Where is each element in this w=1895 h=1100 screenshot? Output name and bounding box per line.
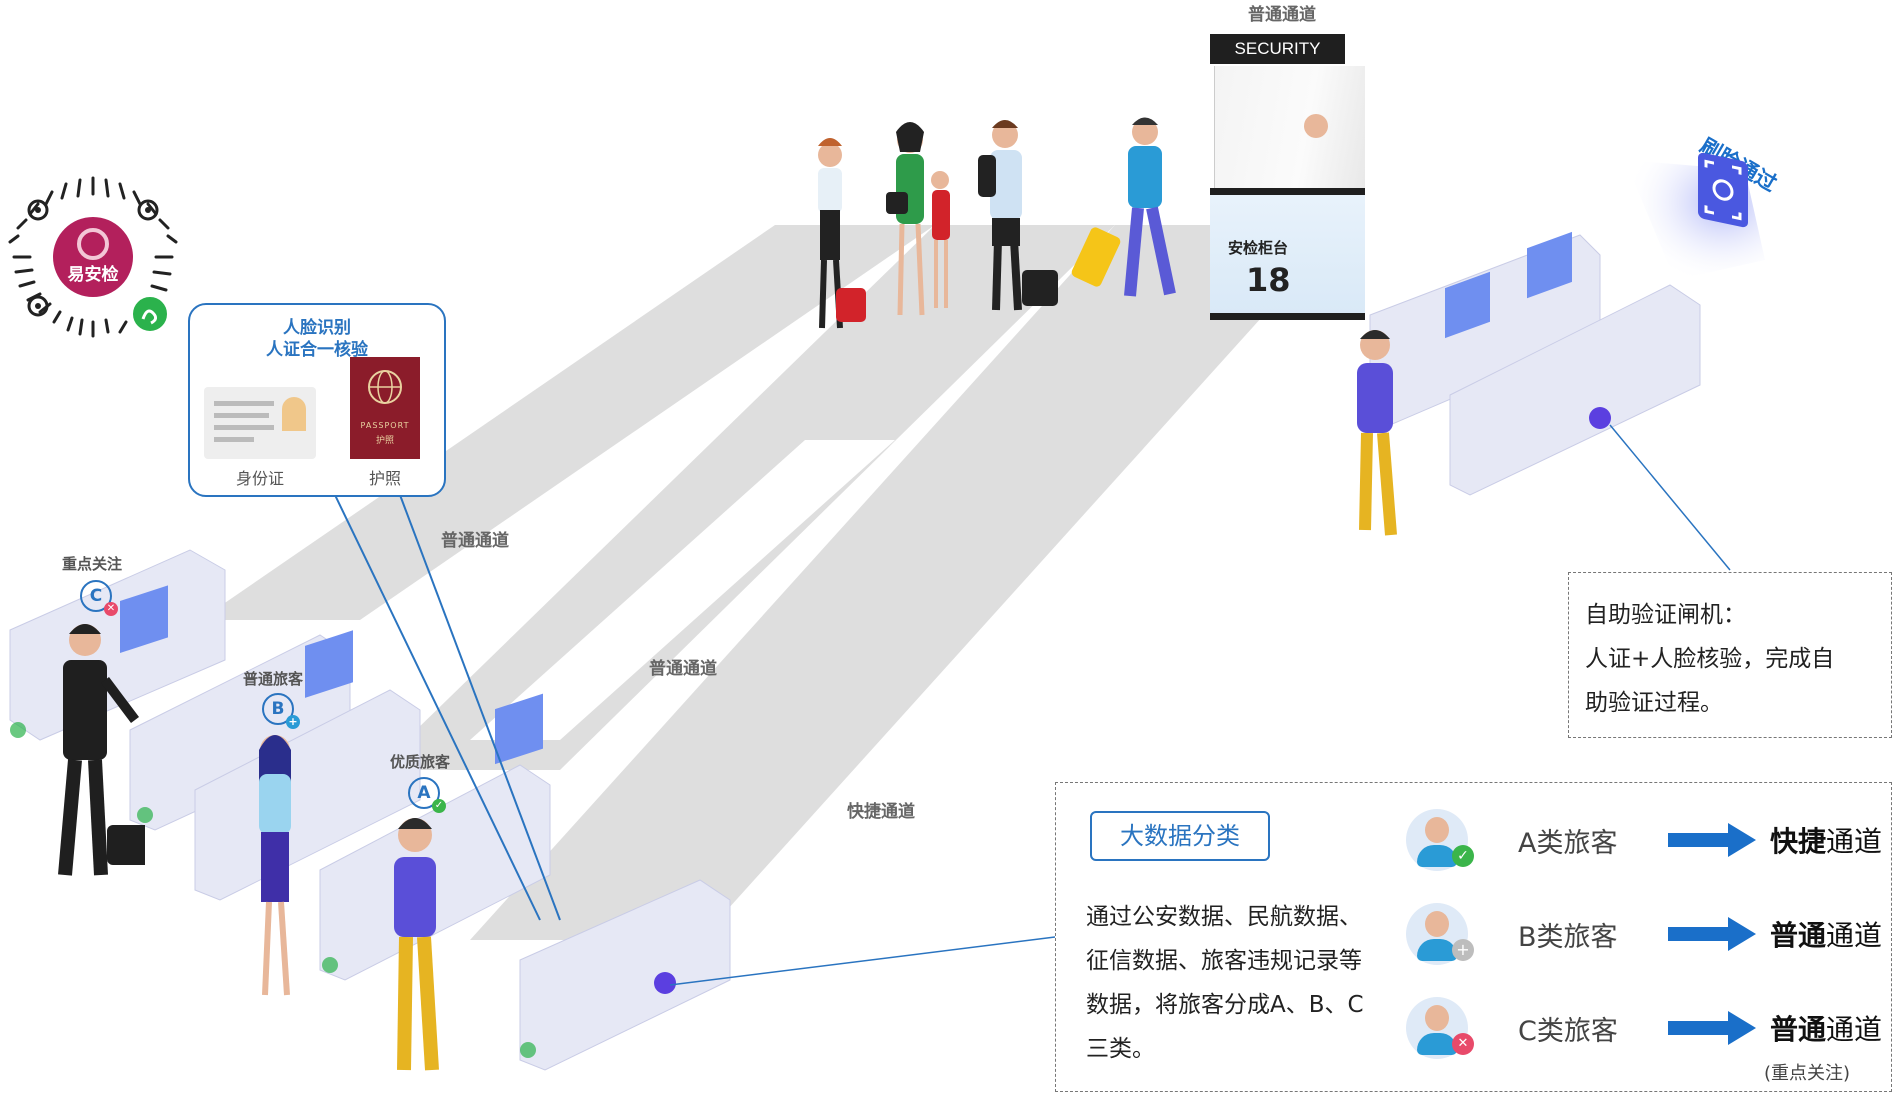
right-gates — [1369, 231, 1701, 496]
channel-c-rest: 通道 — [1826, 1013, 1883, 1046]
channel-b: 普通通道 — [1770, 914, 1882, 954]
gate-note-line1: 自助验证闸机： — [1585, 602, 1746, 628]
top-lane-label: 普通通道 — [1248, 5, 1316, 25]
passenger-avatar-icon: ✓ — [1406, 809, 1474, 871]
class-row-b: + B类旅客 普通通道 — [1406, 903, 1882, 965]
bigdata-title: 大数据分类 — [1090, 811, 1270, 861]
id-card-caption: 身份证 — [235, 469, 284, 488]
person-right-gate — [1357, 330, 1397, 536]
id-photo-icon — [282, 397, 306, 431]
plus-badge-icon: + — [1452, 939, 1474, 961]
channel-b-bold: 普通 — [1770, 919, 1827, 952]
lane-label-2: 普通通道 — [649, 659, 717, 679]
x-badge-icon: ✕ — [1452, 1033, 1474, 1055]
class-label-a: A类旅客 — [1518, 827, 1618, 859]
channel-a-rest: 通道 — [1826, 825, 1883, 858]
plus-icon: + — [286, 715, 300, 729]
channel-c-bold: 普通 — [1770, 1013, 1827, 1046]
id-callout-title-1: 人脸识别 — [283, 318, 351, 338]
person-focus-man — [58, 624, 145, 876]
tag-premium-badge: A ✓ — [408, 777, 446, 813]
lane-normal-1 — [200, 225, 935, 620]
arrow-right-icon — [1668, 1011, 1756, 1045]
person-normal-woman — [259, 735, 291, 996]
counter-number: 18 — [1246, 261, 1291, 299]
focus-note: (重点关注) — [1764, 1063, 1851, 1084]
security-counter: 安检柜台 18 — [1210, 188, 1365, 320]
face-scan-icon — [1698, 151, 1748, 229]
person-man-backpack — [978, 120, 1058, 311]
person-woman-green — [886, 122, 950, 316]
tag-focus-badge: C ✕ — [80, 580, 118, 616]
arrow-right-icon — [1668, 917, 1756, 951]
class-label-b: B类旅客 — [1518, 921, 1618, 953]
lane-label-3: 快捷通道 — [847, 802, 915, 822]
security-officer — [1304, 114, 1328, 138]
x-icon: ✕ — [104, 602, 118, 616]
passport-cn: 护照 — [375, 436, 394, 446]
channel-b-rest: 通道 — [1826, 919, 1883, 952]
id-verification-callout: 人脸识别 人证合一核验 身份证 PASSPORT 护照 护照 — [188, 303, 446, 497]
tag-normal-label: 普通旅客 — [243, 670, 304, 688]
gate-note-line2: 人证+人脸核验，完成自 — [1585, 646, 1835, 672]
bigdata-desc-3: 数据，将旅客分成A、B、C — [1086, 992, 1364, 1018]
passenger-avatar-icon: ✕ — [1406, 997, 1474, 1059]
class-row-c: ✕ C类旅客 普通通道 — [1406, 997, 1882, 1059]
lane-fast — [470, 225, 1345, 940]
bigdata-box: 大数据分类 通过公安数据、民航数据、 征信数据、旅客违规记录等 数据，将旅客分成… — [1055, 782, 1892, 1092]
tag-normal-letter: B — [271, 699, 285, 719]
passport-text: PASSPORT — [360, 421, 410, 430]
qr-logo-text: 易安检 — [67, 265, 119, 285]
id-card-image — [204, 387, 316, 459]
qr-pattern — [8, 176, 178, 338]
bigdata-desc-1: 通过公安数据、民航数据、 — [1086, 904, 1362, 930]
person-premium-man — [394, 818, 439, 1071]
mini-program-icon — [130, 294, 170, 334]
tag-premium-label: 优质旅客 — [390, 753, 451, 771]
channel-a: 快捷通道 — [1770, 820, 1882, 860]
passenger-avatar-icon: + — [1406, 903, 1474, 965]
check-badge-icon: ✓ — [1452, 845, 1474, 867]
class-row-a: ✓ A类旅客 快捷通道 — [1406, 809, 1882, 871]
bigdata-desc-2: 征信数据、旅客违规记录等 — [1086, 948, 1362, 974]
security-sign: SECURITY — [1210, 34, 1345, 64]
channel-c: 普通通道 — [1770, 1008, 1882, 1048]
channel-a-bold: 快捷 — [1770, 825, 1827, 858]
counter-label: 安检柜台 — [1228, 239, 1289, 257]
qr-code[interactable]: 易安检 — [8, 172, 178, 342]
booth-glass — [1214, 66, 1365, 192]
arrow-right-icon — [1668, 823, 1756, 857]
left-gates — [9, 549, 731, 1071]
id-callout-title-2: 人证合一核验 — [266, 340, 368, 360]
check-icon: ✓ — [432, 799, 446, 813]
passport-image: PASSPORT 护照 — [350, 357, 420, 459]
tag-focus-label: 重点关注 — [62, 555, 123, 573]
class-label-c: C类旅客 — [1518, 1015, 1618, 1047]
passport-caption: 护照 — [368, 469, 401, 488]
tag-premium-letter: A — [417, 783, 431, 803]
gate-note-box: 自助验证闸机： 人证+人脸核验，完成自 助验证过程。 — [1568, 572, 1892, 738]
queue-people — [818, 117, 1176, 329]
security-booth: SECURITY 安检柜台 18 — [1210, 30, 1370, 320]
globe-icon — [368, 370, 402, 404]
gate-note-line3: 助验证过程。 — [1585, 690, 1723, 716]
person-woman-red-bag — [818, 138, 866, 329]
lane-label-1: 普通通道 — [441, 531, 509, 551]
tag-focus-letter: C — [89, 586, 103, 606]
lane-divider-white — [470, 440, 895, 740]
person-man-blue — [1071, 117, 1176, 297]
tag-normal-badge: B + — [262, 693, 300, 729]
bigdata-desc-4: 三类。 — [1086, 1036, 1155, 1062]
